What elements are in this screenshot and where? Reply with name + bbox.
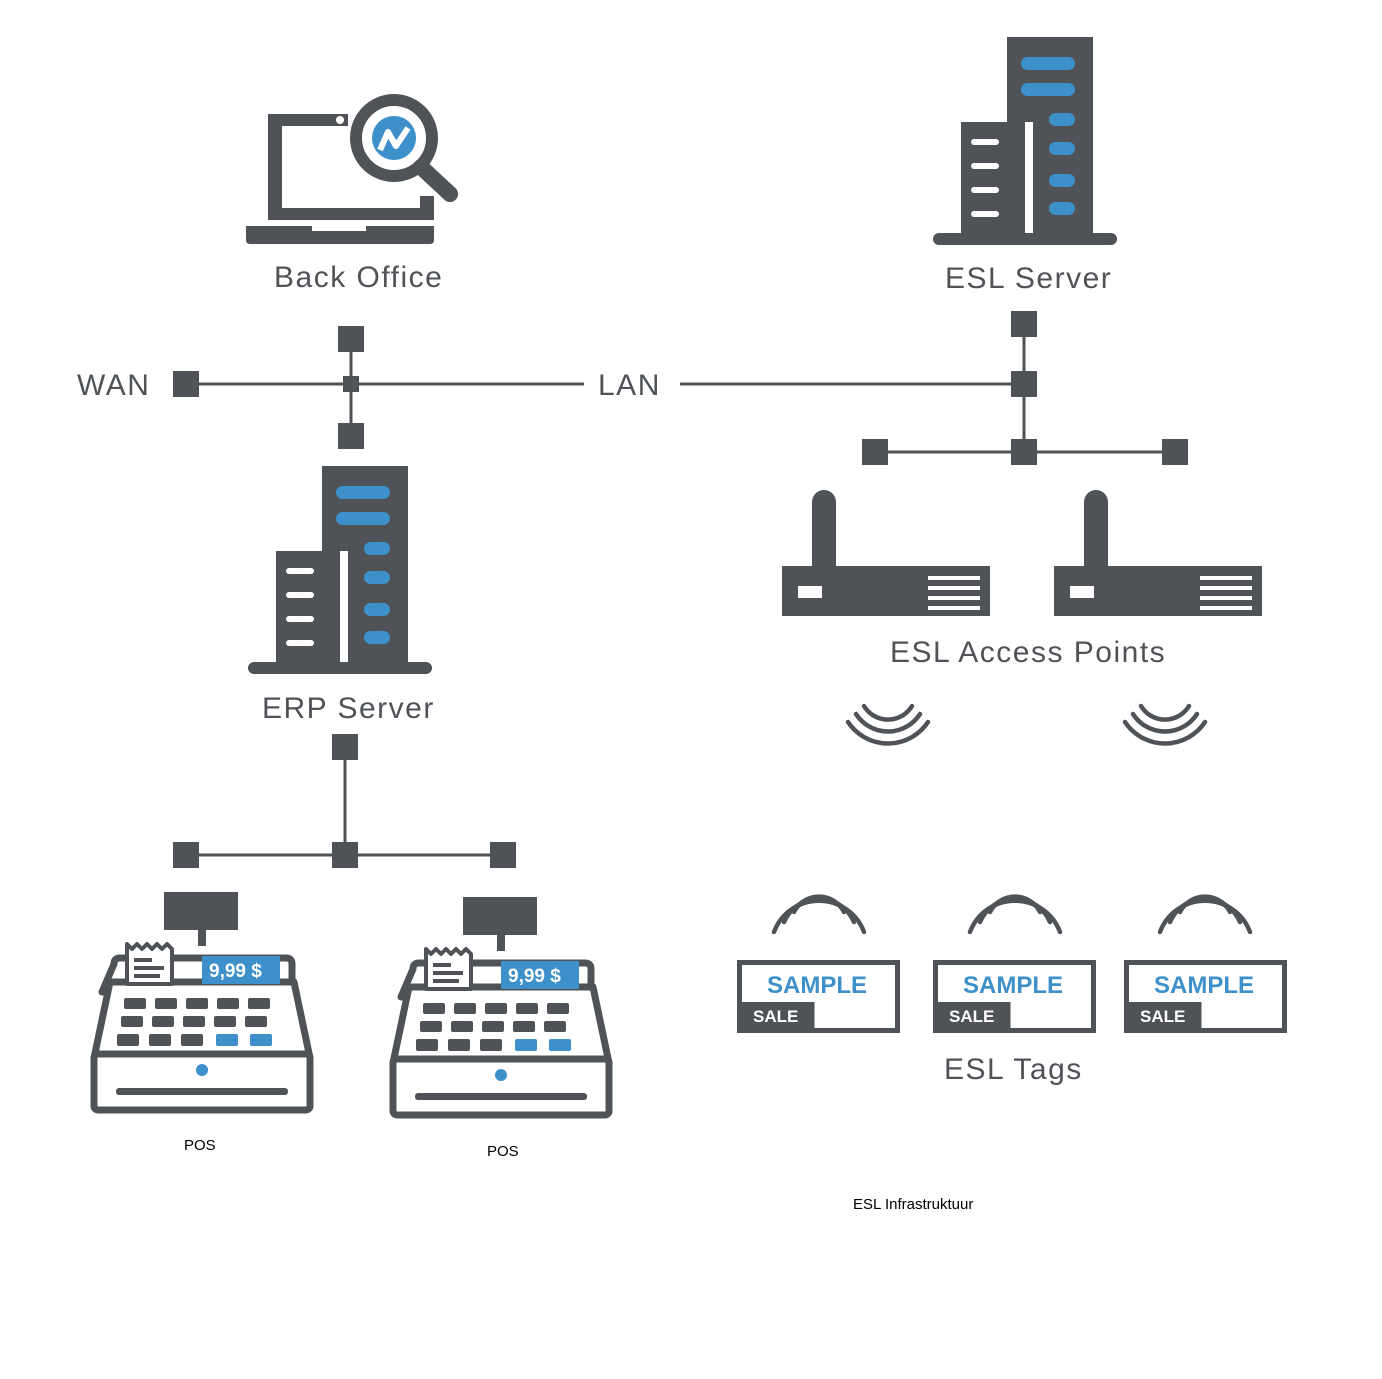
tag-title: SAMPLE bbox=[767, 972, 867, 999]
magnifier-icon bbox=[350, 94, 458, 202]
cash-register-icon-2: 9,99 $ bbox=[393, 897, 609, 1115]
wifi-signal-icon-tag-3 bbox=[1160, 897, 1250, 932]
esl-server-node bbox=[1011, 311, 1037, 337]
tag-sale: SALE bbox=[1140, 1007, 1185, 1026]
esl-tag-3: SAMPLE SALE bbox=[1124, 960, 1287, 1033]
ap-hub-node bbox=[1011, 439, 1037, 465]
access-point-icon-1 bbox=[782, 490, 990, 616]
erp-server-label: ERP Server bbox=[262, 692, 435, 725]
wifi-signal-icon-ap-2 bbox=[1125, 706, 1205, 743]
tag-sale: SALE bbox=[949, 1007, 994, 1026]
cash-register-icon-1: 9,99 $ bbox=[94, 892, 310, 1110]
tag-title: SAMPLE bbox=[963, 972, 1063, 999]
pos-label-1: POS bbox=[184, 1137, 216, 1154]
esl-tag-2: SAMPLE SALE bbox=[933, 960, 1096, 1033]
esl-tags-label: ESL Tags bbox=[944, 1053, 1083, 1086]
diagram-caption: ESL Infrastruktuur bbox=[853, 1196, 973, 1213]
lan-node bbox=[1011, 371, 1037, 397]
erp-bottom-node bbox=[332, 734, 358, 760]
pos-hub-node bbox=[332, 842, 358, 868]
pos-label-2: POS bbox=[487, 1143, 519, 1160]
pos-right-node bbox=[490, 842, 516, 868]
pos-price: 9,99 $ bbox=[508, 966, 561, 987]
erp-server-icon bbox=[248, 466, 432, 674]
tag-title: SAMPLE bbox=[1154, 972, 1254, 999]
lan-label: LAN bbox=[598, 369, 661, 402]
ap-right-node bbox=[1162, 439, 1188, 465]
pos-price: 9,99 $ bbox=[209, 961, 262, 982]
tag-sale: SALE bbox=[753, 1007, 798, 1026]
laptop-icon bbox=[246, 114, 434, 244]
esl-server-label: ESL Server bbox=[945, 262, 1112, 295]
esl-server-icon bbox=[933, 37, 1117, 245]
junction-node bbox=[343, 376, 359, 392]
back-office-label: Back Office bbox=[274, 261, 443, 294]
network-nodes bbox=[173, 311, 1188, 868]
wifi-signal-icon-tag-1 bbox=[774, 897, 864, 932]
esl-tag-1: SAMPLE SALE bbox=[737, 960, 900, 1033]
access-point-icon-2 bbox=[1054, 490, 1262, 616]
pos-left-node bbox=[173, 842, 199, 868]
wan-node bbox=[173, 371, 199, 397]
wifi-signal-icon-tag-2 bbox=[970, 897, 1060, 932]
ap-left-node bbox=[862, 439, 888, 465]
wan-label: WAN bbox=[77, 369, 150, 402]
back-office-node bbox=[338, 326, 364, 352]
erp-top-node bbox=[338, 423, 364, 449]
wifi-signal-icon-ap-1 bbox=[848, 706, 928, 743]
esl-access-points-label: ESL Access Points bbox=[890, 636, 1166, 669]
